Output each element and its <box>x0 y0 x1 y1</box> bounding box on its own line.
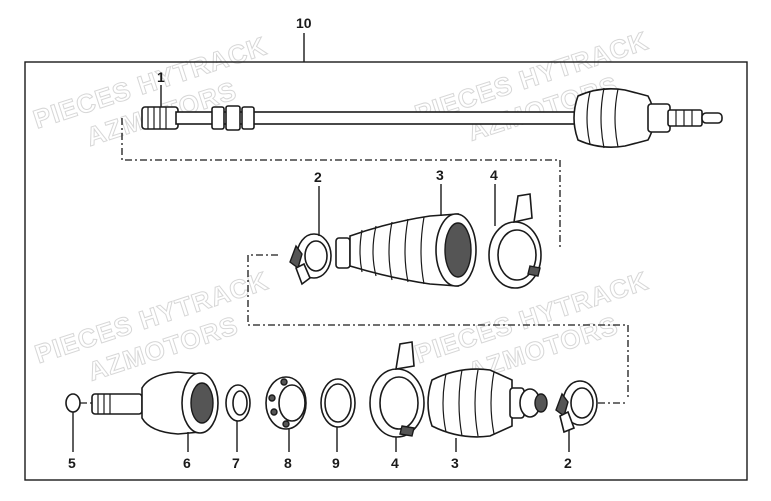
callout-7: 7 <box>232 455 240 471</box>
connector-middle-bottom <box>247 254 629 400</box>
part-9-snap-ring <box>320 378 356 428</box>
part-3-boot-lower <box>427 368 548 438</box>
part-2-clip-ring-lower <box>555 380 598 434</box>
watermark-top-left: PIECES HYTRACK AZMOTORS <box>29 30 271 152</box>
diagram-frame <box>24 61 748 481</box>
part-3-boot-upper <box>335 213 477 287</box>
drive-shaft-assembly <box>141 87 723 149</box>
callout-3-lower: 3 <box>451 455 459 471</box>
callout-4-upper: 4 <box>490 167 498 183</box>
callout-4-lower: 4 <box>391 455 399 471</box>
part-7-circlip <box>225 384 251 422</box>
callout-2-upper: 2 <box>314 169 322 185</box>
part-4-clamp-lower <box>369 341 425 438</box>
callout-5: 5 <box>68 455 76 471</box>
callout-3-upper: 3 <box>436 167 444 183</box>
part-2-clip-ring-upper <box>289 233 332 286</box>
callout-8: 8 <box>284 455 292 471</box>
part-8-bearing-cage <box>265 376 307 430</box>
part-6-outer-joint <box>91 371 219 435</box>
callout-6: 6 <box>183 455 191 471</box>
callout-1: 1 <box>157 69 165 85</box>
connector-top-middle <box>121 118 561 250</box>
callout-2-lower: 2 <box>564 455 572 471</box>
callout-9: 9 <box>332 455 340 471</box>
callout-10: 10 <box>296 15 312 31</box>
part-5-cap <box>65 393 81 413</box>
part-4-clamp-upper <box>488 193 542 289</box>
